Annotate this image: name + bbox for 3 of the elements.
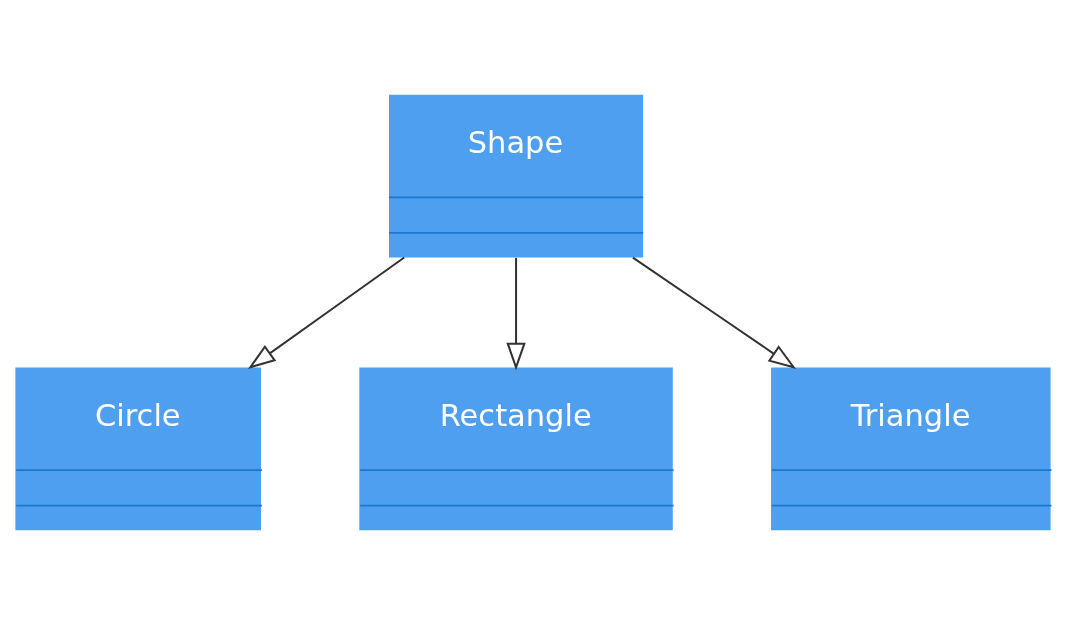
arrow <box>247 256 405 369</box>
arrow <box>632 256 797 369</box>
arrow <box>506 257 526 370</box>
